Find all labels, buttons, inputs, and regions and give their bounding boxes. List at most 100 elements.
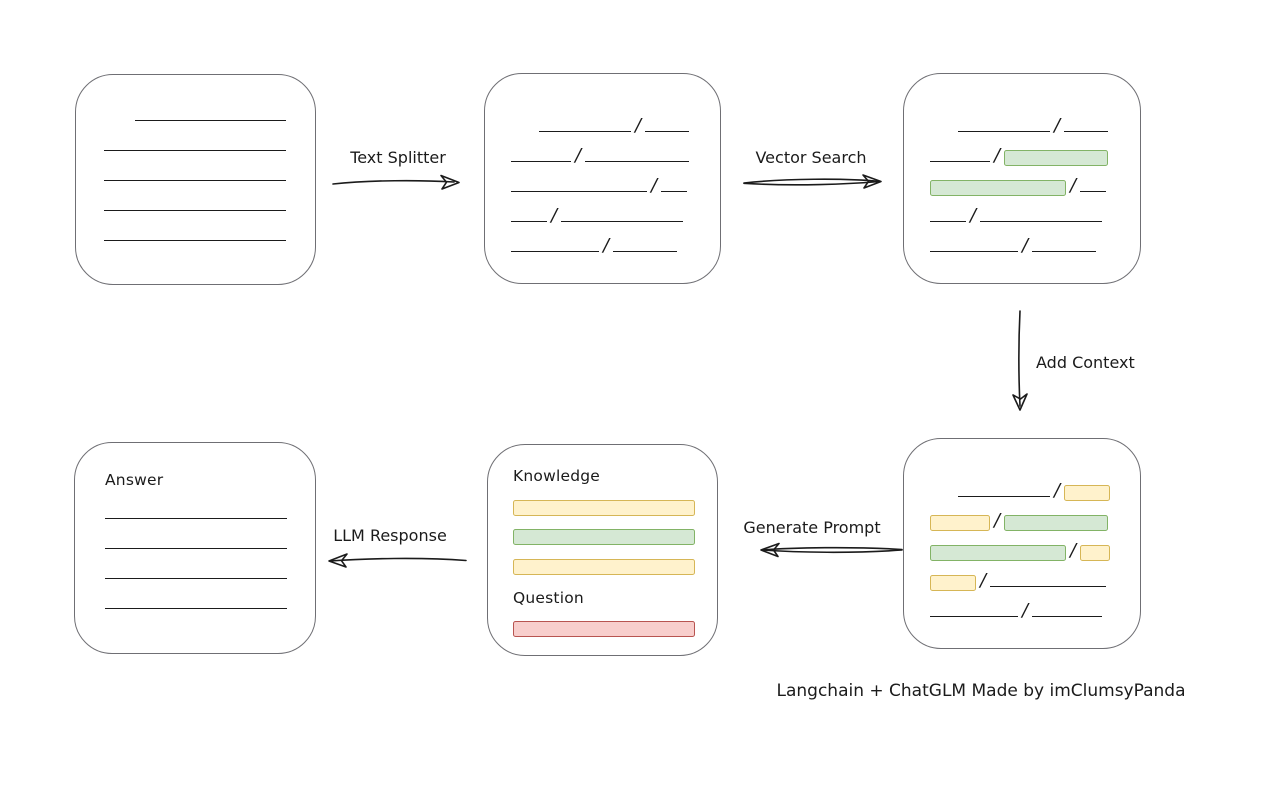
credit-caption: Langchain + ChatGLM Made by imClumsyPand… xyxy=(776,681,1186,701)
content-row: / xyxy=(511,111,694,141)
slash-separator: / xyxy=(994,510,1001,531)
split-text-box: / / / / / xyxy=(484,73,721,284)
yellow-highlight-chip xyxy=(930,575,976,591)
yellow-highlight-chip xyxy=(513,558,695,575)
text-line xyxy=(104,149,286,151)
llm-response-label: LLM Response xyxy=(333,526,447,545)
content-row xyxy=(105,533,287,563)
text-line xyxy=(539,130,631,132)
text-line xyxy=(930,160,990,162)
content-row: / xyxy=(930,476,1114,506)
content-row: Answer xyxy=(105,457,285,503)
text-line xyxy=(958,495,1050,497)
text-line xyxy=(645,130,690,132)
text-splitter-arrow xyxy=(332,174,460,190)
slash-separator: / xyxy=(980,570,987,591)
content-row xyxy=(104,105,287,135)
text-line xyxy=(958,130,1050,132)
slash-separator: / xyxy=(994,145,1001,166)
text-line xyxy=(661,190,688,192)
text-line xyxy=(990,585,1107,587)
content-row: / xyxy=(930,506,1114,536)
generate-prompt-arrow xyxy=(760,542,903,558)
content-row xyxy=(104,195,287,225)
text-line xyxy=(105,607,287,609)
content-row xyxy=(105,503,287,533)
content-row xyxy=(104,135,287,165)
text-line xyxy=(105,517,287,519)
green-highlight-chip xyxy=(1004,150,1109,166)
slash-separator: / xyxy=(1022,235,1029,256)
content-row: / xyxy=(511,141,694,171)
yellow-highlight-chip xyxy=(513,499,695,516)
slash-separator: / xyxy=(651,175,658,196)
document-box xyxy=(75,74,316,285)
text-line xyxy=(930,250,1018,252)
content-row: / xyxy=(930,201,1114,231)
content-row: / xyxy=(511,201,694,231)
box-heading: Knowledge xyxy=(513,467,601,485)
content-row: / xyxy=(930,111,1114,141)
text-line xyxy=(930,615,1018,617)
content-row: / xyxy=(930,536,1114,566)
text-line xyxy=(105,577,287,579)
slash-separator: / xyxy=(970,205,977,226)
content-row xyxy=(513,522,695,551)
slash-separator: / xyxy=(551,205,558,226)
answer-box: Answer xyxy=(74,442,316,654)
yellow-highlight-chip xyxy=(930,515,990,531)
content-row xyxy=(104,165,287,195)
text-line xyxy=(980,220,1103,222)
content-row: / xyxy=(930,231,1114,261)
text-line xyxy=(561,220,684,222)
text-line xyxy=(104,239,286,241)
vector-matched-box: / / / / / xyxy=(903,73,1141,284)
slash-separator: / xyxy=(1054,115,1061,136)
content-row xyxy=(513,551,695,582)
text-line xyxy=(1032,250,1097,252)
text-line xyxy=(511,220,547,222)
green-highlight-chip xyxy=(930,545,1066,561)
slash-separator: / xyxy=(1070,540,1077,561)
content-row: Knowledge xyxy=(513,459,692,493)
content-row: / xyxy=(930,141,1114,171)
text-line xyxy=(104,179,286,181)
content-row: / xyxy=(930,566,1114,596)
vector-search-arrow xyxy=(743,174,882,189)
content-row: Question xyxy=(513,582,692,614)
text-line xyxy=(511,250,599,252)
content-row: / xyxy=(930,171,1114,201)
text-line xyxy=(135,119,286,121)
text-line xyxy=(104,209,286,211)
content-row: / xyxy=(511,171,694,201)
text-line xyxy=(585,160,690,162)
slash-separator: / xyxy=(635,115,642,136)
text-line xyxy=(511,160,571,162)
content-row xyxy=(105,563,287,593)
yellow-highlight-chip xyxy=(1064,485,1111,501)
llm-response-arrow xyxy=(328,553,467,568)
context-box: / / / / / xyxy=(903,438,1141,649)
add-context-arrow xyxy=(1012,310,1028,411)
generate-prompt-label: Generate Prompt xyxy=(743,518,881,537)
text-splitter-label: Text Splitter xyxy=(350,148,446,167)
slash-separator: / xyxy=(1070,175,1077,196)
yellow-highlight-chip xyxy=(1080,545,1111,561)
content-row: / xyxy=(930,596,1114,626)
content-row xyxy=(513,493,695,522)
vector-search-label: Vector Search xyxy=(755,148,867,167)
content-row: / xyxy=(511,231,694,261)
text-line xyxy=(1032,615,1103,617)
content-row xyxy=(104,225,287,255)
text-line xyxy=(105,547,287,549)
text-line xyxy=(930,220,966,222)
slash-separator: / xyxy=(603,235,610,256)
content-row xyxy=(105,593,287,623)
text-line xyxy=(1064,130,1109,132)
text-line xyxy=(511,190,647,192)
red-highlight-chip xyxy=(513,621,695,637)
green-highlight-chip xyxy=(930,180,1066,196)
content-row xyxy=(513,614,695,644)
